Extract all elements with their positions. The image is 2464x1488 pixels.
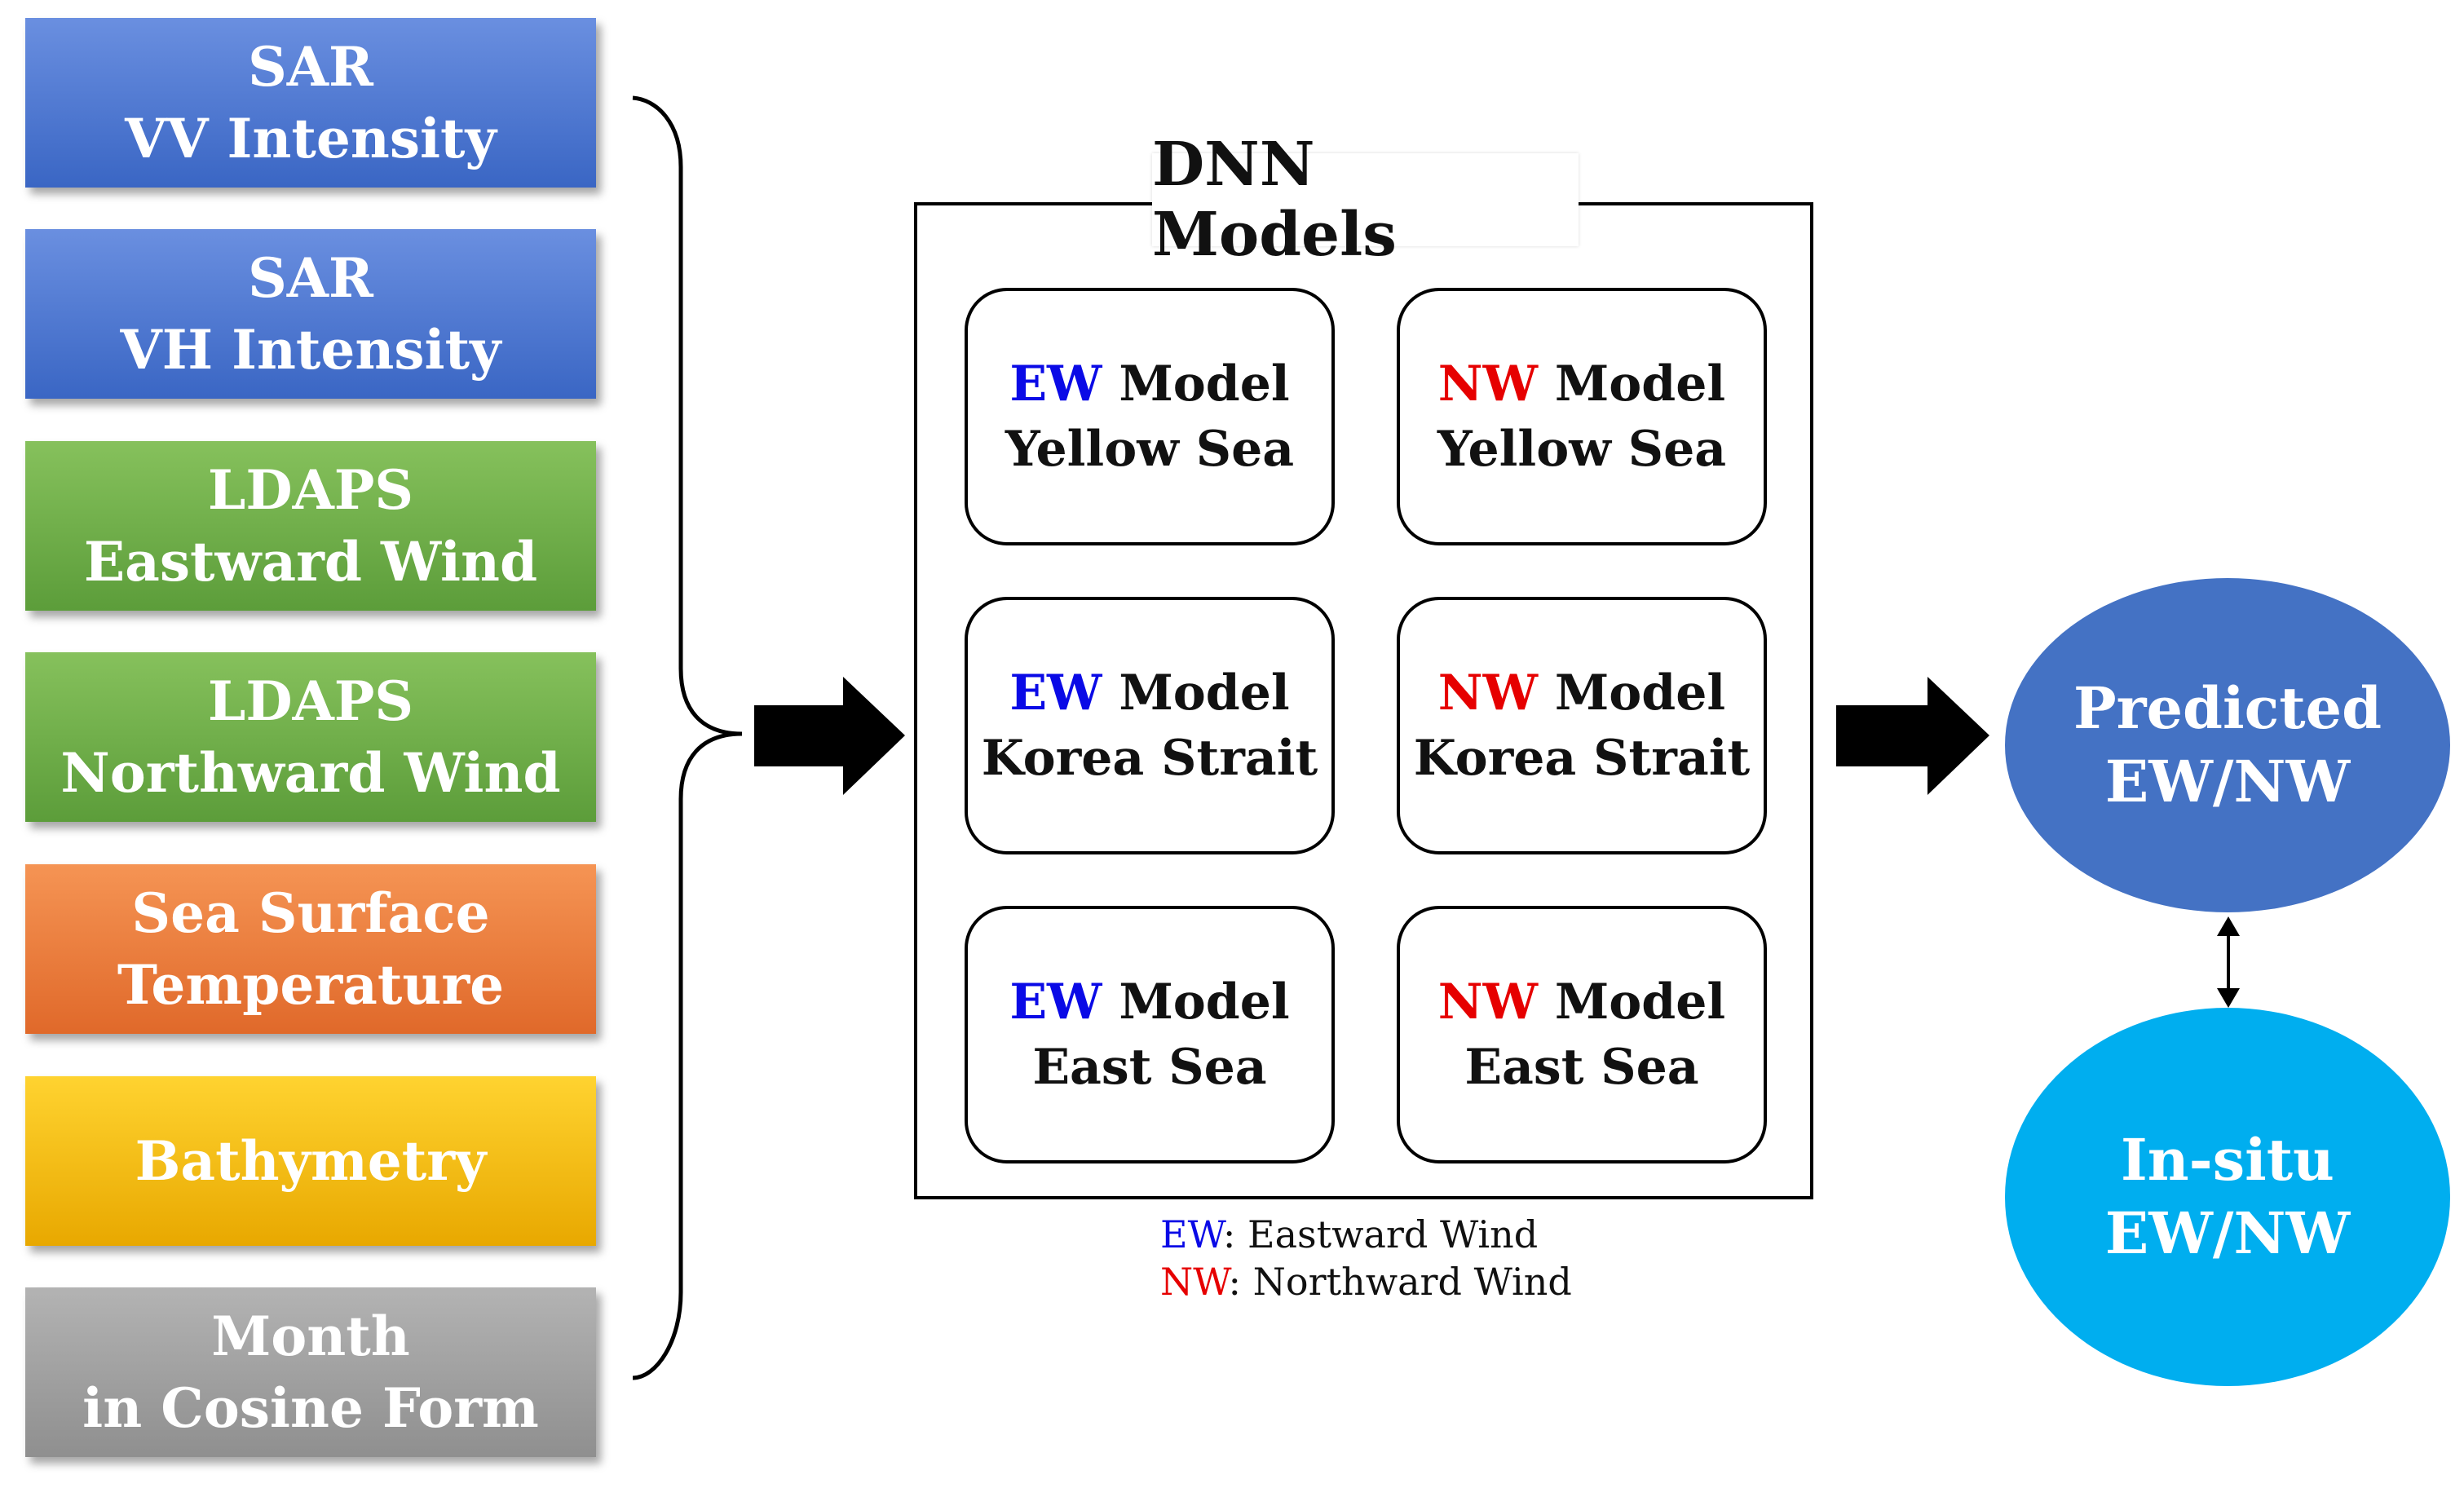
model-prefix: NW	[1437, 355, 1538, 413]
legend-ew: EW: Eastward Wind	[1160, 1212, 1538, 1256]
legend-nw: NW: Northward Wind	[1160, 1260, 1572, 1304]
legend-abbr: EW	[1160, 1212, 1223, 1256]
model-name: NW Model	[1438, 660, 1725, 726]
compare-arrowhead-down	[2217, 988, 2240, 1008]
model-prefix: NW	[1437, 974, 1538, 1031]
model-name: EW Model	[1009, 351, 1289, 417]
circle-line: Predicted	[2073, 674, 2382, 742]
circle-line: In-situ	[2121, 1126, 2334, 1194]
input-line: SAR	[248, 35, 373, 99]
circle-line: EW/NW	[2104, 748, 2351, 815]
model-suffix: Model	[1102, 665, 1290, 722]
legend-abbr: NW	[1160, 1260, 1229, 1304]
arrow-to-models	[754, 677, 905, 795]
input-month: Month in Cosine Form	[25, 1287, 596, 1457]
model-region: Yellow Sea	[1005, 421, 1295, 478]
model-region: East Sea	[1032, 1039, 1267, 1096]
legend-text: : Northward Wind	[1228, 1260, 1572, 1304]
model-name: NW Model	[1438, 969, 1725, 1035]
model-region: Korea Strait	[1413, 730, 1751, 787]
input-line: SAR	[248, 246, 373, 310]
model-nw-yellow-sea: NW Model Yellow Sea	[1397, 288, 1767, 545]
model-suffix: Model	[1537, 974, 1726, 1031]
model-region: Yellow Sea	[1437, 421, 1727, 478]
model-suffix: Model	[1102, 355, 1290, 413]
input-line: LDAPS	[207, 458, 414, 522]
input-line: Month	[211, 1305, 410, 1368]
input-line: LDAPS	[207, 669, 414, 733]
input-sst: Sea Surface Temperature	[25, 864, 596, 1034]
predicted-ew-nw-circle: Predicted EW/NW	[2005, 578, 2450, 912]
circle-line: EW/NW	[2104, 1199, 2351, 1267]
input-sar-vv: SAR VV Intensity	[25, 18, 596, 188]
input-line: Sea Surface	[131, 881, 490, 945]
input-ldaps-eastward: LDAPS Eastward Wind	[25, 441, 596, 611]
model-region: East Sea	[1464, 1039, 1699, 1096]
model-nw-korea-strait: NW Model Korea Strait	[1397, 597, 1767, 854]
input-sar-vh: SAR VH Intensity	[25, 229, 596, 399]
input-line: VV Intensity	[125, 107, 497, 170]
model-name: EW Model	[1009, 660, 1289, 726]
input-line: Northward Wind	[60, 741, 561, 805]
model-ew-east-sea: EW Model East Sea	[965, 906, 1335, 1163]
model-prefix: EW	[1009, 974, 1102, 1031]
model-prefix: EW	[1009, 355, 1102, 413]
model-prefix: EW	[1009, 665, 1102, 722]
input-line: in Cosine Form	[82, 1376, 539, 1440]
model-nw-east-sea: NW Model East Sea	[1397, 906, 1767, 1163]
input-line: Bathymetry	[135, 1129, 487, 1193]
input-brace	[632, 95, 743, 1380]
input-bathymetry: Bathymetry	[25, 1076, 596, 1246]
model-prefix: NW	[1437, 665, 1538, 722]
model-ew-yellow-sea: EW Model Yellow Sea	[965, 288, 1335, 545]
model-name: NW Model	[1438, 351, 1725, 417]
input-line: Temperature	[117, 953, 505, 1017]
model-ew-korea-strait: EW Model Korea Strait	[965, 597, 1335, 854]
insitu-ew-nw-circle: In-situ EW/NW	[2005, 1008, 2450, 1386]
model-suffix: Model	[1102, 974, 1290, 1031]
dnn-models-title: DNN Models	[1152, 130, 1579, 270]
model-suffix: Model	[1537, 665, 1726, 722]
legend-text: : Eastward Wind	[1222, 1212, 1539, 1256]
model-suffix: Model	[1537, 355, 1726, 413]
arrow-to-output	[1836, 677, 1989, 795]
input-ldaps-northward: LDAPS Northward Wind	[25, 652, 596, 822]
compare-arrowhead-up	[2217, 916, 2240, 936]
model-region: Korea Strait	[981, 730, 1318, 787]
input-line: VH Intensity	[120, 318, 501, 382]
model-name: EW Model	[1009, 969, 1289, 1035]
input-line: Eastward Wind	[83, 530, 538, 594]
